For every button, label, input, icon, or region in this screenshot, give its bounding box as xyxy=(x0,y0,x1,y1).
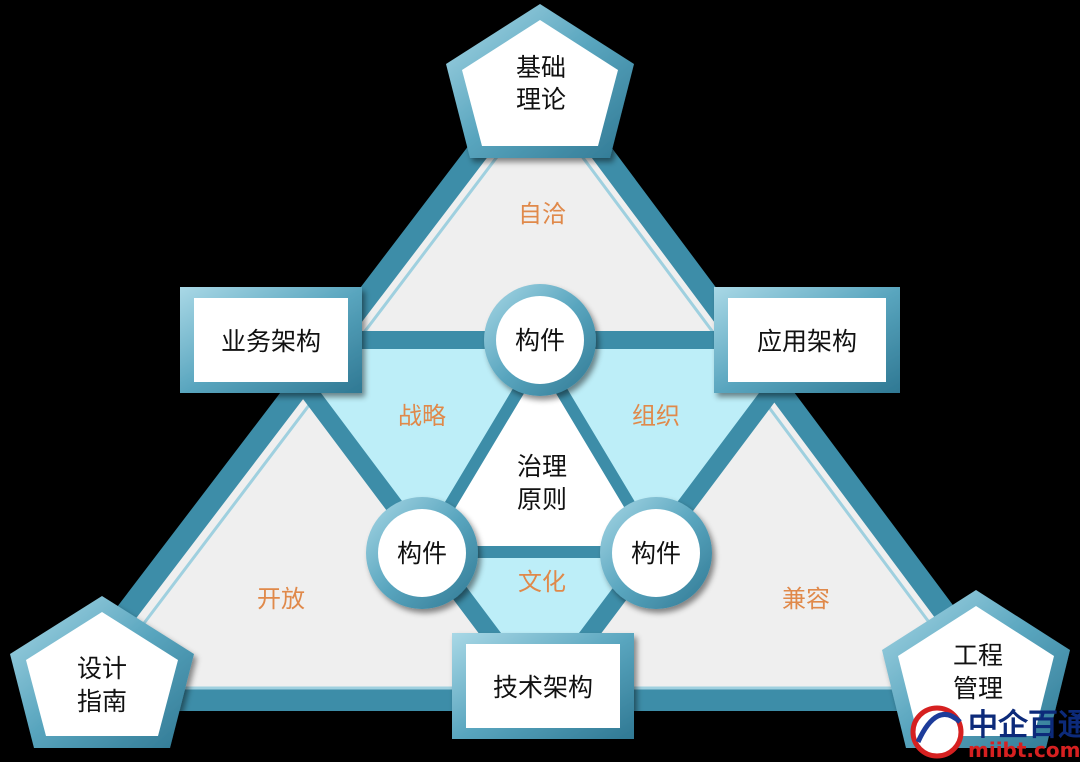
region-label-inner-right: 组织 xyxy=(632,402,680,430)
box-technology-architecture-label: 技术架构 xyxy=(493,673,593,702)
center-label-line-1: 治理 xyxy=(517,452,567,481)
watermark-domain: miibt.com xyxy=(968,738,1080,762)
box-business-architecture-label: 业务架构 xyxy=(221,327,321,356)
watermark: 中企百通 miibt.com xyxy=(910,705,1080,762)
region-label-top: 自洽 xyxy=(518,200,566,228)
component-node-right xyxy=(600,497,712,609)
center-label-line-2: 原则 xyxy=(517,485,567,514)
pentagon-bottom-left xyxy=(10,596,194,748)
watermark-brand: 中企百通 xyxy=(968,708,1080,743)
pentagon-bottom-left-line-1: 设计 xyxy=(77,654,127,683)
pentagon-top xyxy=(446,4,634,158)
component-label-top: 构件 xyxy=(515,326,565,355)
component-label-right: 构件 xyxy=(631,539,681,568)
pentagon-top-line-1: 基础 xyxy=(516,53,566,82)
region-label-inner-bottom: 文化 xyxy=(518,568,566,596)
region-label-left: 开放 xyxy=(257,585,305,613)
region-label-inner-left: 战略 xyxy=(398,402,446,430)
pentagon-bottom-left-line-2: 指南 xyxy=(77,687,127,716)
box-technology-architecture xyxy=(452,633,634,739)
component-label-left: 构件 xyxy=(397,539,447,568)
region-label-right: 兼容 xyxy=(782,585,830,613)
pentagon-bottom-right-line-1: 工程 xyxy=(953,641,1003,670)
box-business-architecture xyxy=(180,287,362,393)
box-application-architecture-label: 应用架构 xyxy=(757,327,857,356)
component-node-top xyxy=(484,284,596,396)
pentagon-top-line-2: 理论 xyxy=(516,85,566,114)
watermark-logo-icon xyxy=(910,705,964,759)
box-application-architecture xyxy=(714,287,900,393)
component-node-left xyxy=(366,497,478,609)
watermark-logo-swoosh xyxy=(915,711,962,744)
pentagon-bottom-right-line-2: 管理 xyxy=(953,674,1003,703)
